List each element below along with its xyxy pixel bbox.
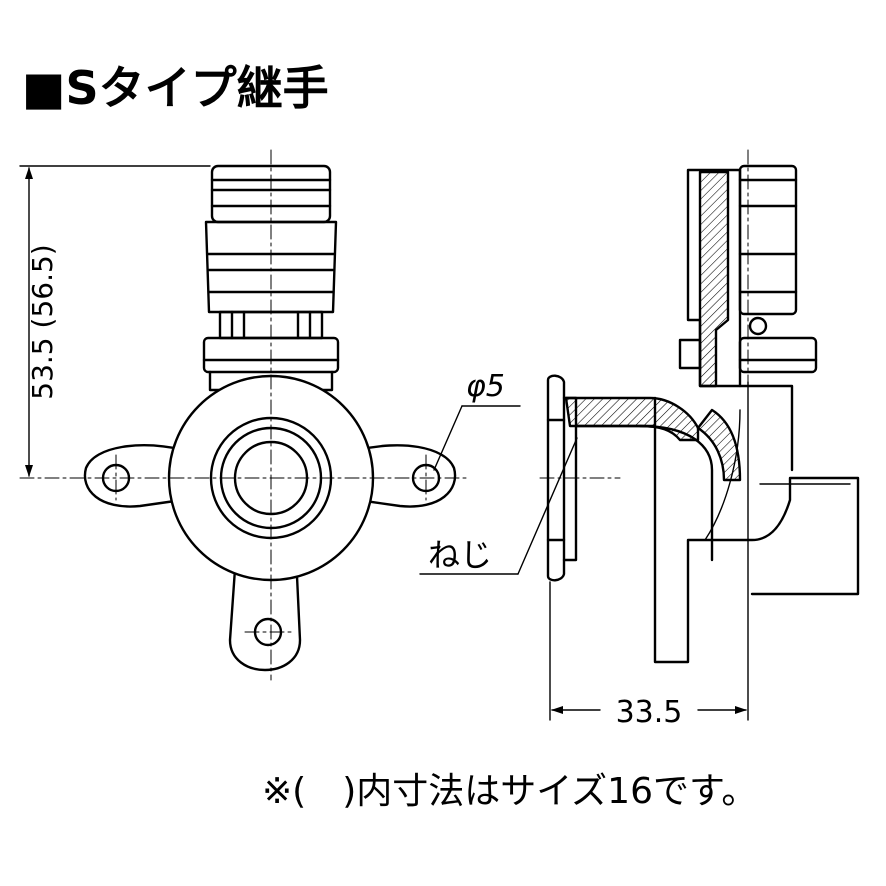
side-elbow-body <box>574 384 860 664</box>
front-centerlines <box>19 149 471 681</box>
side-elbow-hatch <box>696 408 742 482</box>
front-view: 53.5 (56.5) φ5 <box>19 149 521 681</box>
hole-diameter-label: φ5 <box>466 369 505 404</box>
height-dimension <box>19 165 211 477</box>
size-note: ※( )内寸法はサイズ16です。 <box>262 771 758 812</box>
depth-dimension-label: 33.5 <box>616 695 683 730</box>
side-fitting <box>678 164 818 388</box>
side-thread-hatch <box>564 396 700 442</box>
side-centerlines <box>539 149 749 479</box>
thread-label: ねじ <box>428 536 492 574</box>
side-view: ねじ 33.5 <box>419 149 860 730</box>
page-title: ■Sタイプ継手 <box>22 61 329 115</box>
height-dimension-label: 53.5 (56.5) <box>26 244 59 399</box>
thread-leader <box>419 437 578 575</box>
front-wall-plate <box>83 374 457 672</box>
depth-dimension <box>549 381 749 721</box>
hole-leader <box>433 405 521 471</box>
side-sleeve-hatch <box>698 170 730 388</box>
